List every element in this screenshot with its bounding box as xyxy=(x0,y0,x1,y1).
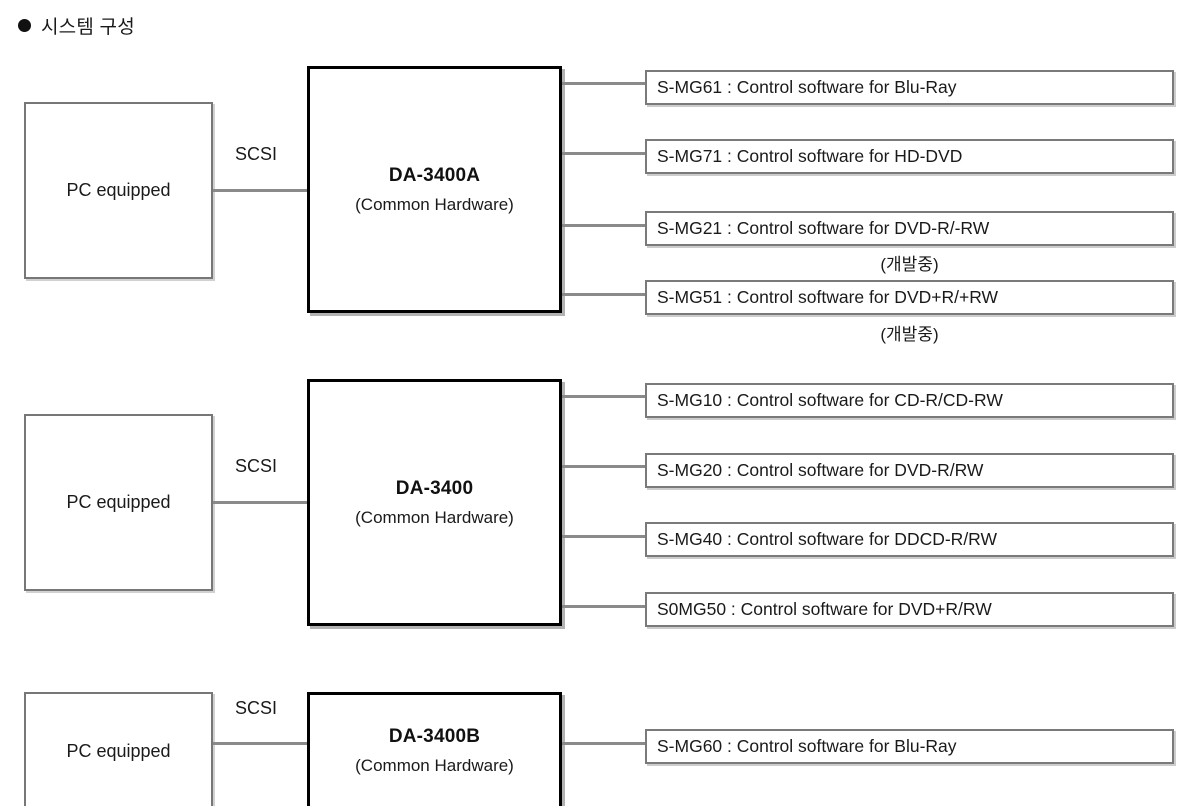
scsi-link-label-2: SCSI xyxy=(235,456,278,476)
hardware-subtitle: (Common Hardware) xyxy=(355,756,514,775)
connector-hardware-to-software-1-1 xyxy=(562,82,645,85)
connector-pc-to-hardware-2 xyxy=(213,501,308,504)
pc-box-group-2[interactable]: PC equipped xyxy=(24,414,213,591)
hardware-box-da-3400b[interactable]: DA-3400B (Common Hardware) xyxy=(307,692,562,806)
connector-pc-to-hardware-3 xyxy=(213,742,308,745)
hardware-title: DA-3400B xyxy=(388,726,481,747)
development-note-1-3: (개발중) xyxy=(880,255,939,274)
hardware-title: DA-3400A xyxy=(388,164,481,186)
software-box-label: S-MG71 : Control software for HD-DVD xyxy=(657,146,963,166)
software-box-1-4[interactable]: S-MG51 : Control software for DVD+R/+RW xyxy=(645,280,1174,315)
pc-box-label: PC equipped xyxy=(66,740,171,761)
connector-hardware-to-software-2-3 xyxy=(562,535,645,538)
hardware-box-da-3400[interactable]: DA-3400 (Common Hardware) xyxy=(307,379,562,626)
connector-hardware-to-software-1-3 xyxy=(562,224,645,227)
pc-box-group-1[interactable]: PC equipped xyxy=(24,102,213,279)
pc-box-label: PC equipped xyxy=(66,180,171,200)
software-box-1-2[interactable]: S-MG71 : Control software for HD-DVD xyxy=(645,139,1174,174)
connector-hardware-to-software-3-1 xyxy=(562,742,645,745)
software-box-2-1[interactable]: S-MG10 : Control software for CD-R/CD-RW xyxy=(645,383,1174,418)
filled-circle-bullet-icon xyxy=(18,19,31,32)
hardware-subtitle: (Common Hardware) xyxy=(355,194,514,214)
software-box-1-3[interactable]: S-MG21 : Control software for DVD-R/-RW xyxy=(645,211,1174,246)
software-box-3-1[interactable]: S-MG60 : Control software for Blu-Ray xyxy=(645,729,1174,764)
hardware-subtitle: (Common Hardware) xyxy=(355,507,514,527)
connector-hardware-to-software-2-4 xyxy=(562,605,645,608)
software-box-label: S-MG61 : Control software for Blu-Ray xyxy=(657,77,957,97)
software-box-label: S-MG10 : Control software for CD-R/CD-RW xyxy=(657,390,1003,410)
development-note-1-4: (개발중) xyxy=(880,325,939,344)
connector-hardware-to-software-1-4 xyxy=(562,293,645,296)
software-box-label: S-MG20 : Control software for DVD-R/RW xyxy=(657,460,984,480)
pc-box-label: PC equipped xyxy=(66,492,171,512)
pc-box-group-3[interactable]: PC equipped xyxy=(24,692,213,806)
software-box-label: S-MG51 : Control software for DVD+R/+RW xyxy=(657,287,999,307)
software-box-label: S-MG40 : Control software for DDCD-R/RW xyxy=(657,529,998,549)
page-title-label: 시스템 구성 xyxy=(41,17,135,38)
software-box-2-4[interactable]: S0MG50 : Control software for DVD+R/RW xyxy=(645,592,1174,627)
connector-hardware-to-software-1-2 xyxy=(562,152,645,155)
software-box-1-1[interactable]: S-MG61 : Control software for Blu-Ray xyxy=(645,70,1174,105)
scsi-link-label-3: SCSI xyxy=(235,698,278,718)
software-box-label: S-MG60 : Control software for Blu-Ray xyxy=(657,736,957,756)
software-box-label: S0MG50 : Control software for DVD+R/RW xyxy=(657,599,992,619)
hardware-box-da-3400a[interactable]: DA-3400A (Common Hardware) xyxy=(307,66,562,313)
page-title: 시스템 구성 xyxy=(18,12,135,39)
connector-hardware-to-software-2-1 xyxy=(562,395,645,398)
software-box-label: S-MG21 : Control software for DVD-R/-RW xyxy=(657,218,990,238)
software-box-2-3[interactable]: S-MG40 : Control software for DDCD-R/RW xyxy=(645,522,1174,557)
software-box-2-2[interactable]: S-MG20 : Control software for DVD-R/RW xyxy=(645,453,1174,488)
connector-pc-to-hardware-1 xyxy=(213,189,308,192)
scsi-link-label-1: SCSI xyxy=(235,144,278,164)
connector-hardware-to-software-2-2 xyxy=(562,465,645,468)
hardware-title: DA-3400 xyxy=(395,477,474,499)
